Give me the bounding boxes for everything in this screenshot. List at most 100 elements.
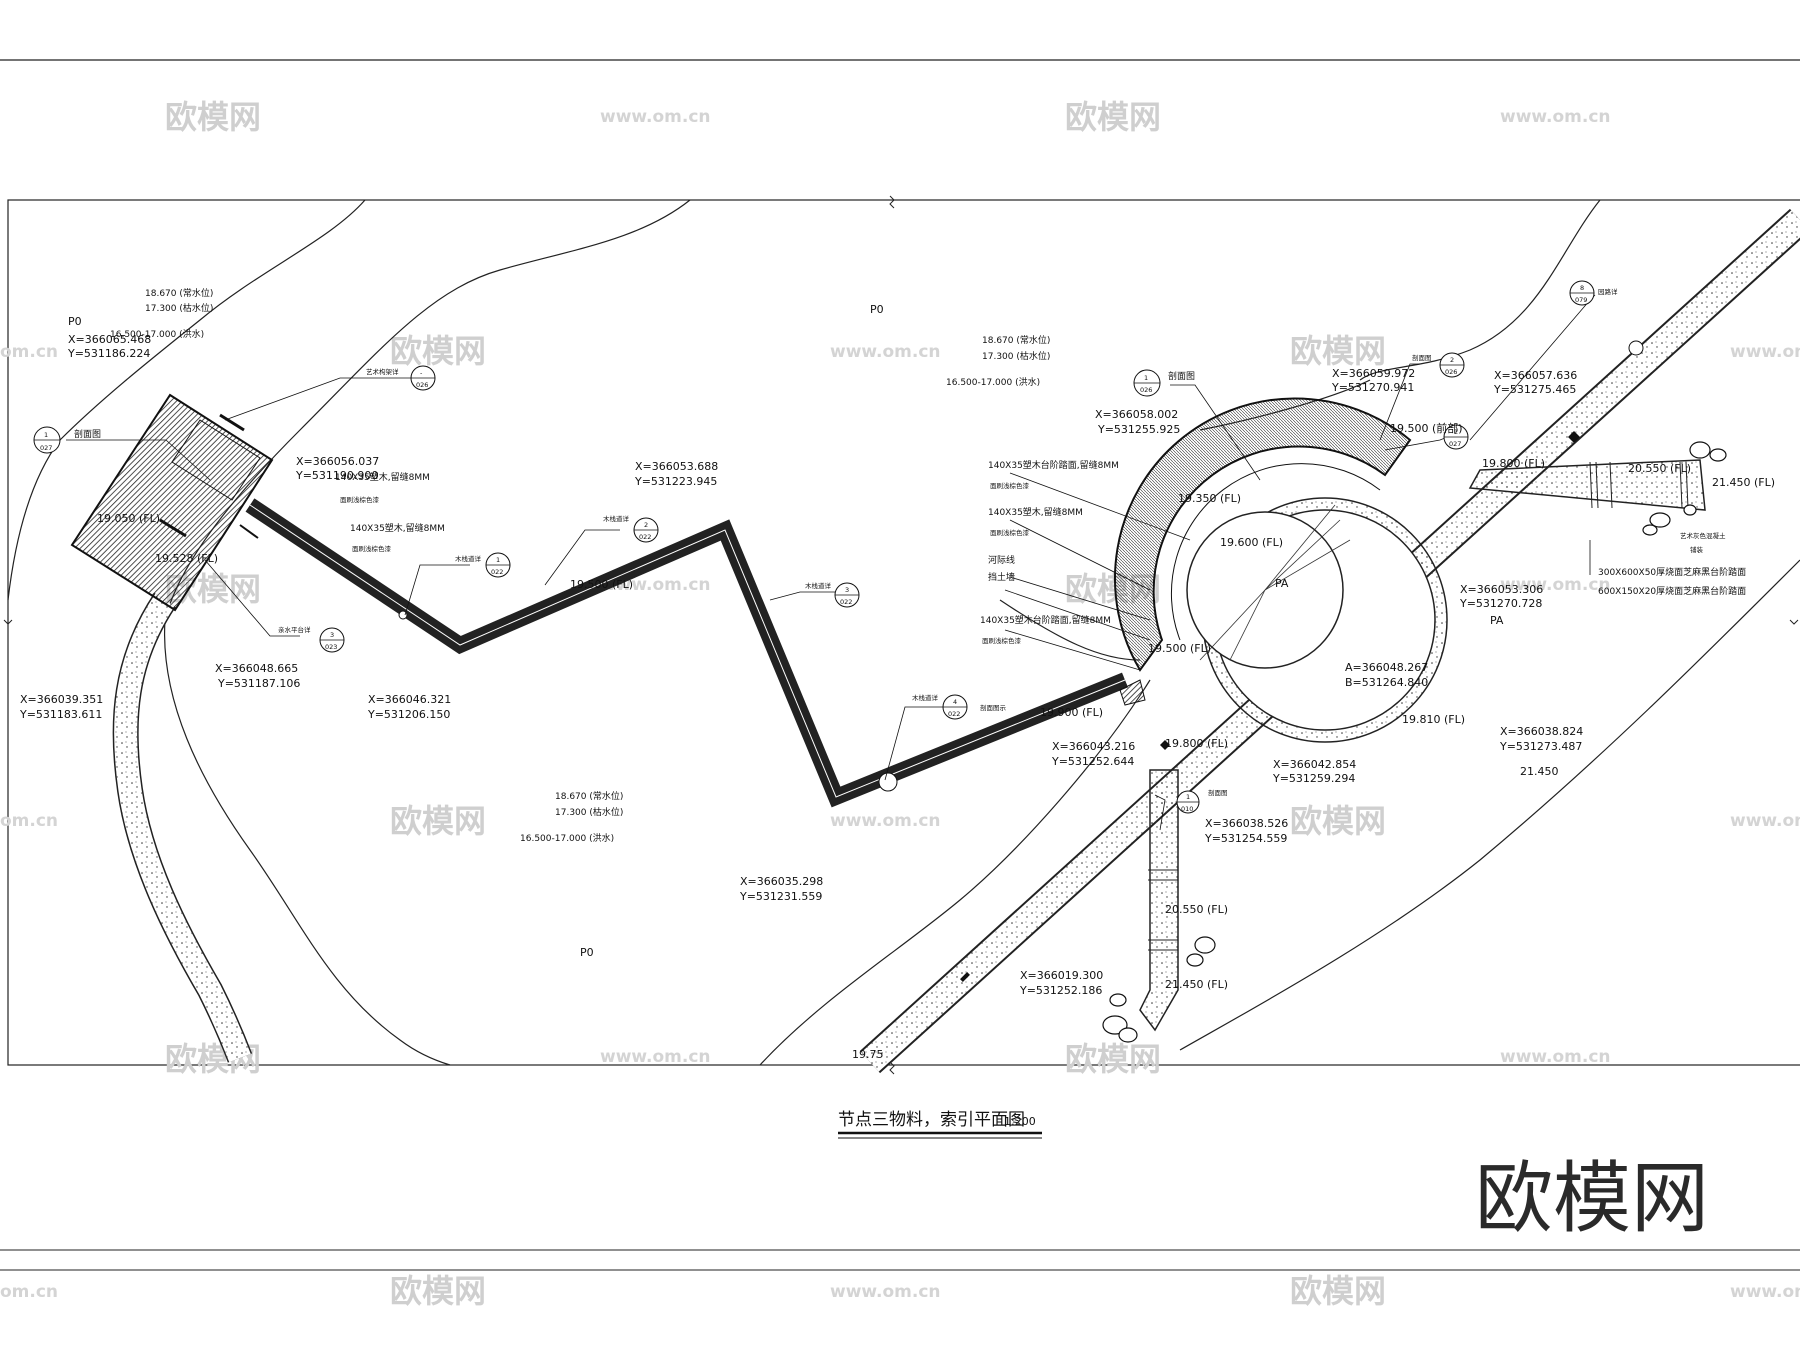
svg-text:河际线: 河际线 — [988, 554, 1015, 566]
svg-text:19.528 (FL): 19.528 (FL) — [155, 552, 218, 565]
svg-text:140X35塑木,留缝8MM: 140X35塑木,留缝8MM — [988, 506, 1083, 518]
callout-ref: 079 — [1575, 296, 1587, 304]
boulders — [1102, 441, 1727, 1043]
zone-labels: P0 P0 P0 PA PA — [68, 303, 1504, 959]
svg-text:20.550 (FL): 20.550 (FL) — [1165, 903, 1228, 916]
svg-text:面刷浅棕色漆: 面刷浅棕色漆 — [352, 544, 392, 553]
diamond-marker-icon — [1568, 431, 1580, 443]
watermark-url: om.cn — [0, 811, 58, 831]
watermark-url: www.om.cn — [830, 811, 941, 831]
zone-label: P0 — [870, 303, 884, 316]
svg-text:19.900 (FL): 19.900 (FL) — [1040, 706, 1103, 719]
svg-text:Y=531187.106: Y=531187.106 — [217, 677, 300, 690]
callout-ref: 022 — [840, 598, 852, 606]
watermark-cn: 欧模网 — [390, 802, 486, 840]
callout-label: 艺术构架详 — [366, 367, 399, 376]
svg-text:面刷浅棕色漆: 面刷浅棕色漆 — [982, 636, 1022, 645]
zone-label: PA — [1275, 577, 1289, 590]
callout-label: 木栈道详 — [805, 581, 832, 590]
watermark-url: www.om.cn — [1730, 1282, 1800, 1302]
svg-text:X=366043.216: X=366043.216 — [1052, 740, 1135, 753]
callout-number: 4 — [953, 698, 957, 706]
svg-text:19.800 (FL): 19.800 (FL) — [1165, 737, 1228, 750]
callout-ref: 027 — [1449, 440, 1461, 448]
water-levels: 18.670 (常水位) 17.300 (枯水位) 16.500-17.000 … — [110, 287, 1050, 844]
watermark-cn: 欧模网 — [390, 1272, 486, 1310]
callout-number: 1 — [1144, 374, 1148, 382]
sheet-frame — [0, 59, 1800, 1271]
watermark-url: www.om.cn — [1730, 342, 1800, 362]
svg-text:20.550 (FL): 20.550 (FL) — [1628, 462, 1691, 475]
svg-text:X=366058.002: X=366058.002 — [1095, 408, 1178, 421]
svg-text:挡土墙: 挡土墙 — [988, 571, 1015, 583]
svg-text:A=366048.267: A=366048.267 — [1345, 661, 1428, 674]
svg-text:X=366019.300: X=366019.300 — [1020, 969, 1103, 982]
leader-lines — [66, 294, 1596, 831]
svg-text:面刷浅棕色漆: 面刷浅棕色漆 — [990, 481, 1030, 490]
svg-text:面刷浅棕色漆: 面刷浅棕色漆 — [990, 528, 1030, 537]
callout-number: 3 — [330, 631, 334, 639]
svg-text:X=366039.351: X=366039.351 — [20, 693, 103, 706]
svg-text:21.450 (FL): 21.450 (FL) — [1712, 476, 1775, 489]
svg-text:Y=531183.611: Y=531183.611 — [19, 708, 102, 721]
callout-ref: 026 — [1140, 386, 1152, 394]
svg-text:X=366035.298: X=366035.298 — [740, 875, 823, 888]
svg-text:Y=531223.945: Y=531223.945 — [634, 475, 717, 488]
callout-ref: 027 — [40, 444, 52, 452]
misc-symbols — [960, 431, 1580, 982]
zone-label: P0 — [580, 946, 594, 959]
elevation-marks: 19.050 (FL) 19.528 (FL) 19.500 (FL) 19.3… — [97, 421, 1775, 1061]
callout-ref: 022 — [491, 568, 503, 576]
watermark-url: www.om.cn — [1500, 1047, 1611, 1067]
svg-text:600X150X20厚烧面芝麻黑台阶踏面: 600X150X20厚烧面芝麻黑台阶踏面 — [1598, 585, 1746, 597]
promenade-right-branch — [1468, 459, 1706, 511]
svg-text:140X35塑木台阶踏面,留缝8MM: 140X35塑木台阶踏面,留缝8MM — [988, 459, 1119, 471]
callout-label: 剖面图 — [74, 428, 101, 440]
callout-texts: 1 027 剖面图 - 026 艺术构架详 3 023 亲水平台详 1 022 … — [40, 284, 1618, 813]
callout-bubble-dividers — [34, 292, 1594, 803]
svg-text:19.050 (FL): 19.050 (FL) — [97, 512, 160, 525]
callout-ref: 022 — [639, 533, 651, 541]
callout-label: 木栈道详 — [455, 554, 482, 563]
callout-number: 2 — [1450, 356, 1454, 364]
watermark-cn: 欧模网 — [1290, 332, 1386, 370]
svg-text:X=366059.972: X=366059.972 — [1332, 367, 1415, 380]
zone-label: PA — [1490, 614, 1504, 627]
watermark-cn: 欧模网 — [165, 98, 261, 136]
svg-text:Y=531252.644: Y=531252.644 — [1051, 755, 1134, 768]
svg-text:19.810 (FL): 19.810 (FL) — [1402, 713, 1465, 726]
callout-number: 1 — [496, 556, 500, 564]
svg-text:21.450: 21.450 — [1520, 765, 1559, 778]
svg-text:140X35塑木台阶踏面,留缝8MM: 140X35塑木台阶踏面,留缝8MM — [980, 614, 1111, 626]
watermark-cn: 欧模网 — [1065, 1040, 1161, 1078]
svg-text:X=366038.526: X=366038.526 — [1205, 817, 1288, 830]
promenade-branch — [1139, 769, 1179, 1032]
svg-text:18.670 (常水位): 18.670 (常水位) — [145, 287, 213, 299]
svg-text:16.500-17.000 (洪水): 16.500-17.000 (洪水) — [110, 328, 204, 340]
svg-text:17.300 (枯水位): 17.300 (枯水位) — [982, 350, 1050, 362]
svg-text:X=366048.665: X=366048.665 — [215, 662, 298, 675]
watermark-cn: 欧模网 — [1290, 1272, 1386, 1310]
terrain-lines — [7, 199, 1800, 1066]
callout-ref: 022 — [948, 710, 960, 718]
drawing-title-block: 节点三物料，索引平面图 1:200 — [838, 1110, 1042, 1139]
callout-number: - — [420, 369, 423, 377]
svg-text:Y=531186.224: Y=531186.224 — [67, 347, 150, 360]
svg-text:19.600 (FL): 19.600 (FL) — [1220, 536, 1283, 549]
svg-text:Y=531231.559: Y=531231.559 — [739, 890, 822, 903]
boardwalk — [245, 498, 1129, 808]
svg-text:X=366053.306: X=366053.306 — [1460, 583, 1543, 596]
brand-logo: 欧模网 — [1475, 1154, 1709, 1244]
survey-coordinates: X=366065.468 Y=531186.224 X=366056.037 Y… — [19, 333, 1583, 997]
diamond-marker-icon — [1160, 740, 1170, 750]
circular-plaza — [1114, 397, 1448, 743]
material-notes: 140X35塑木,留缝8MM 面刷浅棕色漆 140X35塑木,留缝8MM 面刷浅… — [335, 459, 1746, 645]
svg-text:X=366065.468: X=366065.468 — [68, 333, 151, 346]
svg-text:19.75: 19.75 — [852, 1048, 884, 1061]
svg-text:B=531264.840: B=531264.840 — [1345, 676, 1428, 689]
svg-text:铺装: 铺装 — [1690, 545, 1704, 554]
watermark-url: www.om.cn — [600, 107, 711, 127]
callout-label: 园路详 — [1598, 287, 1618, 296]
watermarks: 欧模网 www.om.cn 欧模网 www.om.cn om.cn 欧模网 ww… — [0, 98, 1800, 1310]
